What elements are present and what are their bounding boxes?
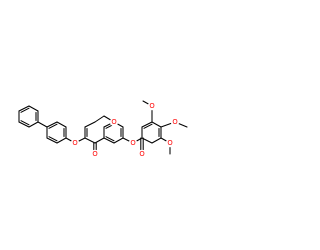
methoxy-oxygen-lower-label: O bbox=[167, 139, 172, 147]
methoxy-oxygen-lower: O bbox=[165, 138, 175, 148]
bond bbox=[18, 121, 30, 128]
carbonyl-oxygen-label: O bbox=[139, 150, 144, 158]
bond bbox=[103, 137, 115, 144]
bond bbox=[28, 121, 39, 128]
bond bbox=[151, 137, 162, 144]
ester-oxygen-label: O bbox=[130, 139, 135, 147]
bond bbox=[20, 107, 30, 113]
bond bbox=[105, 136, 115, 142]
bond bbox=[20, 120, 30, 126]
ketone-oxygen-label: O bbox=[92, 150, 97, 158]
bond bbox=[84, 121, 96, 128]
bond bbox=[143, 123, 153, 129]
bond bbox=[94, 137, 105, 144]
bond bbox=[46, 121, 58, 128]
bond bbox=[48, 136, 58, 142]
bond bbox=[94, 115, 105, 123]
methoxy-oxygen-middle-label: O bbox=[172, 118, 177, 126]
bond bbox=[56, 121, 67, 128]
methoxy-oxygen-middle: O bbox=[170, 117, 180, 127]
bond bbox=[37, 121, 48, 128]
methoxy-oxygen-top: O bbox=[147, 101, 157, 111]
ester-oxygen: O bbox=[128, 138, 138, 148]
bond bbox=[56, 137, 67, 144]
chemical-structure-diagram: O O O O O O O O bbox=[18, 100, 188, 159]
bond bbox=[84, 137, 96, 144]
bond-layer bbox=[18, 100, 188, 155]
ether-oxygen: O bbox=[70, 138, 80, 148]
ketone-oxygen: O bbox=[90, 149, 100, 159]
carbonyl-oxygen: O bbox=[137, 149, 147, 159]
ether-oxygen-label: O bbox=[72, 139, 77, 147]
bond bbox=[28, 105, 39, 112]
ring-oxygen: O bbox=[109, 117, 119, 127]
methoxy-oxygen-top-label: O bbox=[149, 102, 154, 110]
bond bbox=[113, 137, 124, 144]
bond bbox=[48, 123, 58, 129]
bond bbox=[46, 137, 58, 144]
bond bbox=[151, 121, 162, 128]
bond bbox=[141, 121, 153, 128]
bond bbox=[18, 105, 30, 112]
ring-oxygen-label: O bbox=[111, 118, 116, 126]
atom-label-layer: O O O O O O O O bbox=[70, 101, 180, 159]
